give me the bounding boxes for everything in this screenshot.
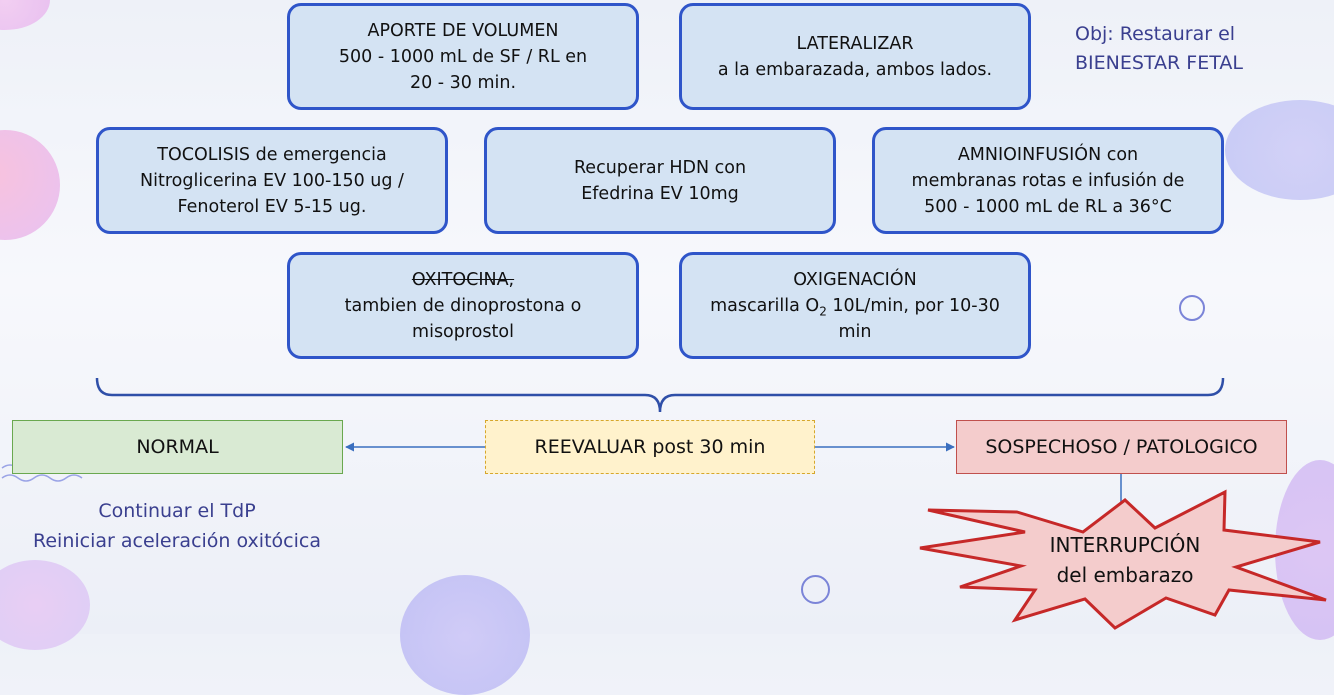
objective-line-2: BIENESTAR FETAL [1075,49,1243,78]
box-recuperar-hdn: Recuperar HDN con Efedrina EV 10mg [484,127,836,234]
box-lateralizar: LATERALIZAR a la embarazada, ambos lados… [679,3,1031,110]
oxigenacion-subscript: 2 [819,304,827,318]
step-reevaluar: REEVALUAR post 30 min [485,420,815,474]
box-oxitocina-line-2: tambien de dinoprostona o [345,293,582,319]
box-oxigenacion-title: OXIGENACIÓN [710,267,1000,293]
oxigenacion-text-a: mascarilla O [710,296,819,316]
box-oxitocina: OXITOCINA, tambien de dinoprostona o mis… [287,252,639,359]
box-tocolisis-line-2: Nitroglicerina EV 100-150 ug / [140,168,404,194]
result-normal: NORMAL [12,420,343,474]
grouping-brace [97,378,1223,412]
objective-line-1: Obj: Restaurar el [1075,20,1243,49]
box-tocolisis-line-3: Fenoterol EV 5-15 ug. [140,194,404,220]
box-amnio-line-3: 500 - 1000 mL de RL a 36°C [912,194,1185,220]
box-tocolisis: TOCOLISIS de emergencia Nitroglicerina E… [96,127,448,234]
sospechoso-label: SOSPECHOSO / PATOLOGICO [985,436,1257,458]
decor-blob-bottom-right [1275,460,1334,640]
box-volumen-line-2: 500 - 1000 mL de SF / RL en [339,44,587,70]
box-lateralizar-line-2: a la embarazada, ambos lados. [718,57,992,83]
reevaluar-label: REEVALUAR post 30 min [535,436,766,458]
box-amnioinfusion: AMNIOINFUSIÓN con membranas rotas e infu… [872,127,1224,234]
box-hdn-line-1: Recuperar HDN con [574,155,746,181]
normal-label: NORMAL [136,436,218,458]
box-oxigenacion-line-3: min [710,319,1000,345]
result-sospechoso: SOSPECHOSO / PATOLOGICO [956,420,1287,474]
box-lateralizar-title: LATERALIZAR [718,31,992,57]
box-oxitocina-line-3: misoprostol [345,319,582,345]
decor-ring-right [1179,295,1205,321]
box-hdn-line-2: Efedrina EV 10mg [574,181,746,207]
decor-blob-top-left [0,0,50,30]
decor-blob-right [1225,100,1334,200]
normal-notes: Continuar el TdP Reiniciar aceleración o… [12,496,342,556]
box-volumen-title: APORTE DE VOLUMEN [339,18,587,44]
box-oxitocina-title: OXITOCINA, [345,267,582,293]
box-aporte-volumen: APORTE DE VOLUMEN 500 - 1000 mL de SF / … [287,3,639,110]
decor-blob-bottom [400,575,530,695]
box-oxigenacion-line-2: mascarilla O2 10L/min, por 10-30 [710,293,1000,319]
box-amnio-title: AMNIOINFUSIÓN con [912,142,1185,168]
box-volumen-line-3: 20 - 30 min. [339,70,587,96]
interrupcion-text: INTERRUPCIÓN del embarazo [1005,530,1245,590]
box-tocolisis-title: TOCOLISIS de emergencia [140,142,404,168]
interrupcion-line-1: INTERRUPCIÓN [1005,530,1245,560]
decor-blob-bottom-left [0,560,90,650]
oxigenacion-text-b: 10L/min, por 10-30 [827,296,1000,316]
normal-note-2: Reiniciar aceleración oxitócica [12,526,342,556]
box-amnio-line-2: membranas rotas e infusión de [912,168,1185,194]
objective-text: Obj: Restaurar el BIENESTAR FETAL [1075,20,1243,78]
interrupcion-line-2: del embarazo [1005,560,1245,590]
decor-ring-bottom [801,575,830,604]
decor-blob-left [0,130,60,240]
box-oxigenacion: OXIGENACIÓN mascarilla O2 10L/min, por 1… [679,252,1031,359]
normal-note-1: Continuar el TdP [12,496,342,526]
